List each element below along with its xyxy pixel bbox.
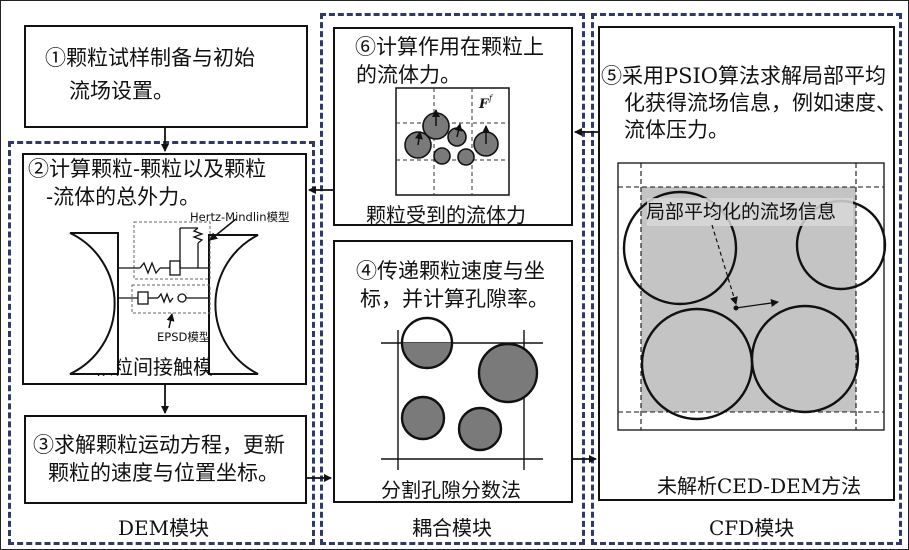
unresolved-method-caption: 未解析CED-DEM方法 [657, 474, 862, 498]
epsd-label: EPSD模型 [157, 330, 211, 344]
step3-line2: 颗粒的速度与位置坐标。 [48, 461, 279, 485]
step6-line1: ⑥计算作用在颗粒上 [355, 35, 544, 59]
epsd-dashed-box [131, 284, 211, 314]
epsd-pointer [166, 313, 175, 329]
dem-module [8, 141, 315, 545]
contact-model-figure [69, 218, 259, 375]
step5-line1: ⑤采用PSIO算法求解局部平均 [601, 64, 887, 88]
step2-line1: ②计算颗粒-颗粒以及颗粒 [28, 157, 267, 181]
step5-line2: 化获得流场信息，例如速度、 [624, 91, 897, 115]
step1-line1: ①颗粒试样制备与初始 [45, 46, 255, 70]
step5-line3: 流体压力。 [624, 118, 729, 142]
step6-line2: 的流体力。 [356, 63, 461, 87]
hertz-mindlin-label: Hertz-Mindlin模型 [190, 210, 290, 224]
cfd-module-label: CFD模块 [709, 516, 795, 540]
step4-line1: ④传递颗粒速度与坐 [356, 259, 545, 283]
step3-line1: ③求解颗粒运动方程，更新 [33, 433, 285, 457]
dem-module-label: DEM模块 [118, 516, 210, 540]
coupling-module-label: 耦合模块 [412, 516, 492, 540]
fluid-force-figure: F f [395, 87, 510, 196]
step1-box [24, 25, 308, 128]
hertz-pointer [209, 218, 237, 241]
right-half-particle [208, 234, 259, 375]
step1-line2: 流场设置。 [69, 79, 174, 103]
coupling-module [320, 13, 585, 545]
step3-box [24, 415, 307, 504]
split-void-figure [381, 316, 543, 470]
left-half-particle [69, 232, 119, 375]
fluid-force-caption: 颗粒受到的流体力 [366, 203, 526, 227]
step4-line2: 标，并计算孔隙率。 [360, 287, 549, 311]
split-void-caption: 分割孔隙分数法 [381, 478, 521, 502]
hertz-dashed-box [133, 221, 211, 280]
step2-box [22, 153, 307, 385]
cfd-module [591, 13, 902, 545]
step2-line2: -流体的总外力。 [46, 185, 201, 209]
local-average-label: 局部平均化的流场信息 [646, 201, 837, 223]
force-superscript: f [488, 94, 494, 103]
cfd-figure [617, 162, 887, 431]
force-symbol: F [478, 97, 489, 112]
